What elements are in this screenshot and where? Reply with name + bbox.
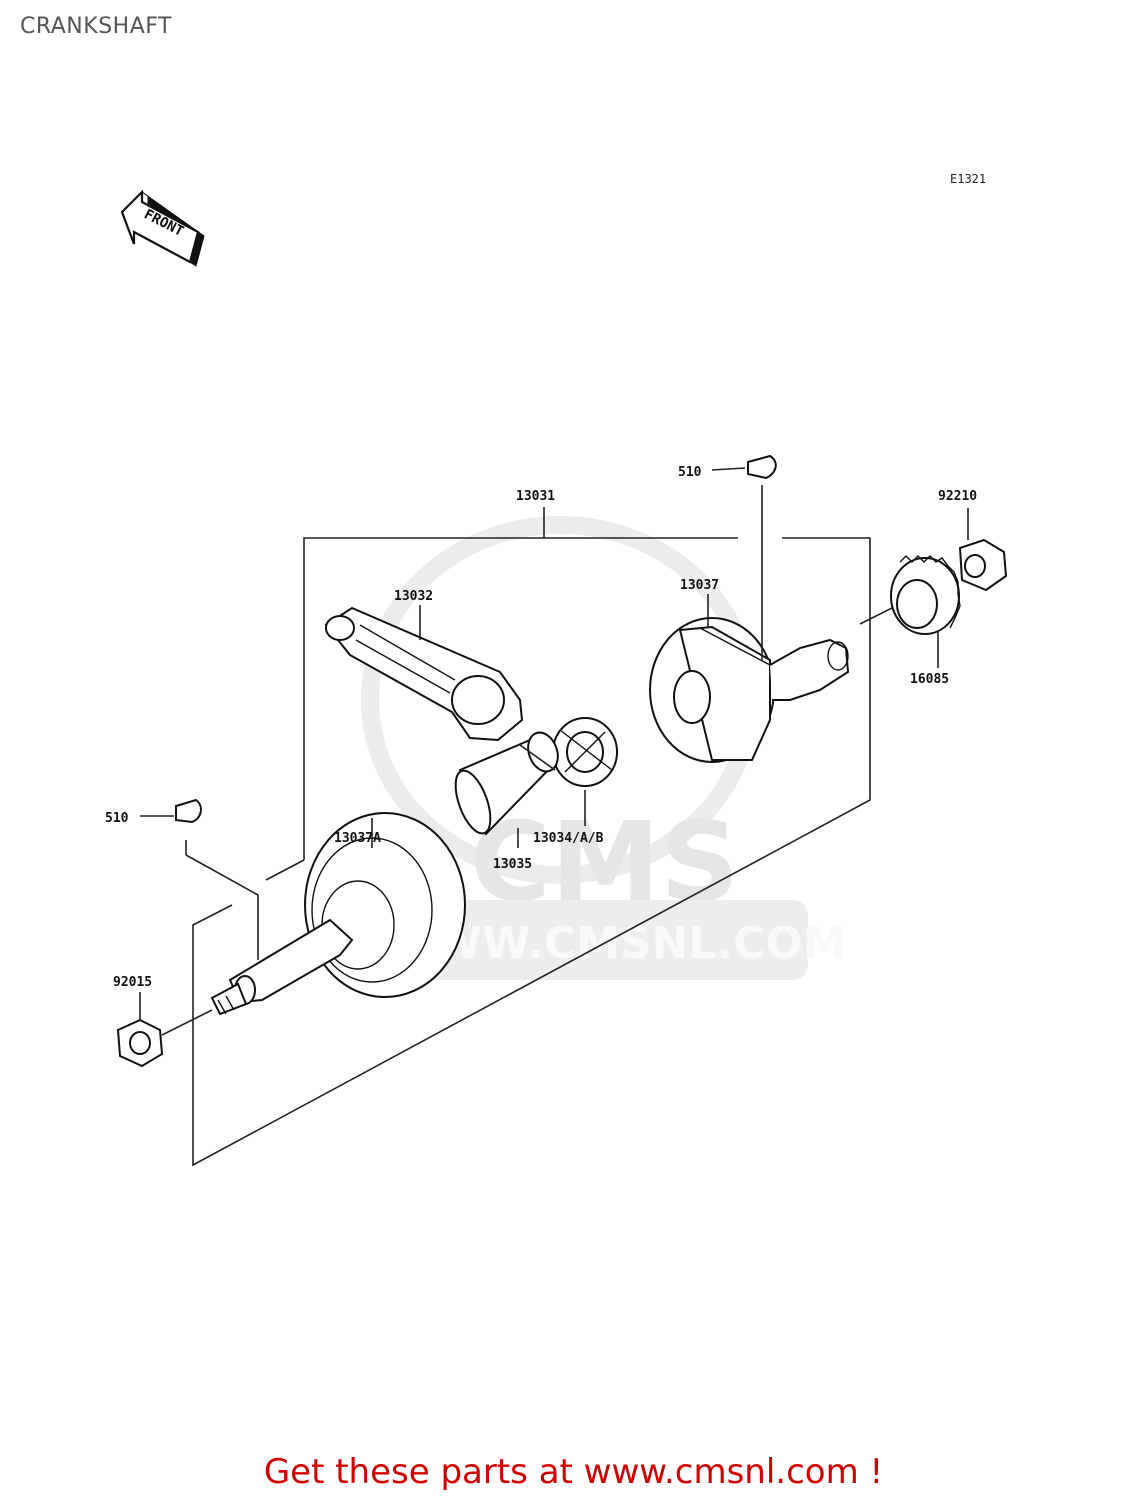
label-13037: 13037	[680, 578, 719, 593]
woodruff-key-left	[175, 798, 202, 824]
label-92015: 92015	[113, 975, 152, 990]
leader-lines	[139, 467, 969, 1036]
label-13032: 13032	[394, 589, 433, 604]
nut-92210	[958, 538, 1008, 592]
needle-bearing	[552, 717, 618, 787]
right-flywheel	[649, 617, 850, 763]
promo-link[interactable]: Get these parts at www.cmsnl.com !	[263, 1452, 884, 1492]
label-92210: 92210	[938, 489, 977, 504]
connecting-rod	[324, 606, 524, 742]
label-510-left: 510	[105, 811, 129, 826]
left-flywheel	[210, 812, 466, 1016]
label-13034: 13034/A/B	[533, 831, 604, 846]
label-16085: 16085	[910, 672, 949, 687]
woodruff-key-top	[747, 454, 777, 480]
nut-92015	[116, 1018, 164, 1068]
diagram-code: E1321	[950, 172, 987, 186]
label-13035: 13035	[493, 857, 532, 872]
crank-pin	[454, 731, 559, 836]
front-arrow-icon: FRONT	[120, 189, 205, 267]
part-labels: 13031 510 92210 13032 13037 16085 13037A…	[105, 465, 977, 990]
page-title: CRANKSHAFT	[20, 14, 172, 39]
label-13031: 13031	[516, 489, 555, 504]
label-13037a: 13037A	[334, 831, 381, 846]
assembly-bracket	[192, 507, 871, 1167]
crankshaft-gear	[890, 555, 961, 635]
label-510-top: 510	[678, 465, 702, 480]
